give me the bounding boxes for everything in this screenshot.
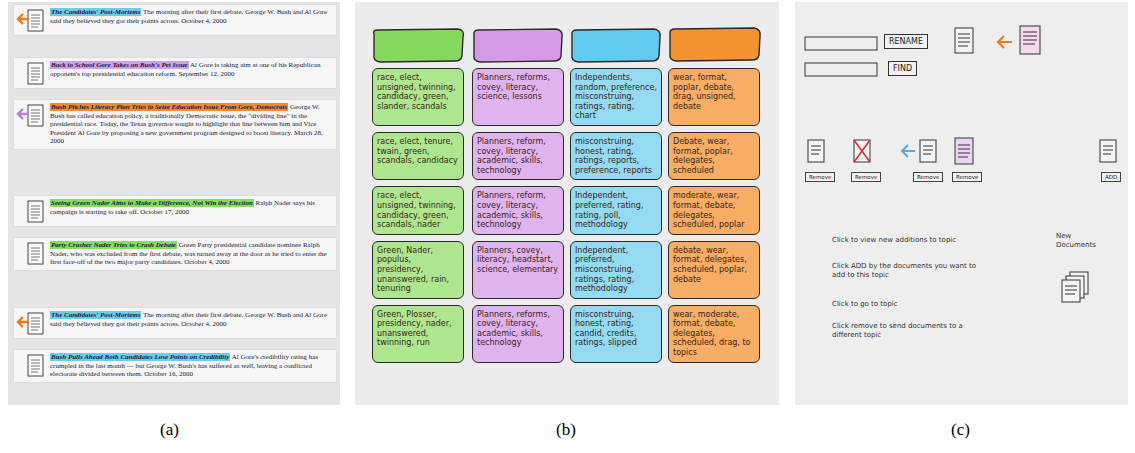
keyword-card: Independents, random, preference, miscon… <box>570 68 662 126</box>
button-label: ADD <box>1105 174 1117 180</box>
card-keywords: misconstruing, honest, rating, candid, c… <box>575 310 657 348</box>
card-keywords: Independent, preferred, rating, rating, … <box>575 191 657 229</box>
button-label: Remove <box>917 174 939 180</box>
document-icon <box>16 198 48 228</box>
interface-sketch <box>805 26 1116 302</box>
panel-caption: (b) <box>556 420 576 440</box>
header-cards <box>374 28 761 62</box>
card-keywords: Green, Plosser, presidency, nader, unans… <box>377 310 459 348</box>
button-tag: Remove <box>913 172 943 182</box>
instruction-note: Click remove to send documents to a diff… <box>832 322 982 340</box>
document-icon <box>16 7 48 37</box>
button-tag: Remove <box>952 172 982 182</box>
document-icon <box>16 60 48 90</box>
keyword-card: race, elect, unsigned, twinning, candida… <box>372 186 464 234</box>
document-entry: Seeing Green Nader Aims to Make a Differ… <box>14 196 336 226</box>
button-label: Remove <box>855 174 877 180</box>
entry-title: Bush Pulls Ahead Both Candidates Lose Po… <box>50 353 230 361</box>
keyword-card: wear, moderate, format, debate, delegate… <box>668 305 760 363</box>
button-label: FIND <box>893 64 912 73</box>
keyword-card: wear, format, poplar, debate, drag, unsi… <box>668 68 760 126</box>
card-keywords: Planners, reform, covey, literacy, acade… <box>477 137 559 175</box>
card-keywords: Debate, wear, format, poplar, delegates,… <box>673 137 755 175</box>
document-entry: Back to School Gore Takes on Bush's Pet … <box>14 58 336 88</box>
panel-caption: (c) <box>951 420 970 440</box>
keyword-card: moderate, wear, format, debate, delegate… <box>668 186 760 234</box>
button-tag: Remove <box>851 172 881 182</box>
keyword-card: misconstruing, honest, rating, candid, c… <box>570 305 662 363</box>
entry-text: Back to School Gore Takes on Bush's Pet … <box>50 61 332 78</box>
button-label: Remove <box>956 174 978 180</box>
card-keywords: wear, moderate, format, debate, delegate… <box>673 310 755 358</box>
card-keywords: race, elect, unsigned, twinning, candida… <box>377 191 459 229</box>
document-icon <box>16 102 48 132</box>
keyword-card: race, elect, tenure, twain, green, scand… <box>372 132 464 180</box>
entry-text: Party Crasher Nader Tries to Crash Debat… <box>50 241 332 267</box>
document-entry: Bush Pulls Ahead Both Candidates Lose Po… <box>14 350 336 382</box>
card-keywords: race, elect, tenure, twain, green, scand… <box>377 137 459 166</box>
keyword-card: Planners, reform, covey, literacy, acade… <box>472 186 564 234</box>
keyword-card: race, elect, unsigned, twinning, candida… <box>372 68 464 126</box>
entry-text: Seeing Green Nader Aims to Make a Differ… <box>50 199 332 216</box>
document-icon <box>16 352 48 382</box>
panel-caption: (a) <box>160 420 179 440</box>
keyword-card: Green, Plosser, presidency, nader, unans… <box>372 305 464 363</box>
entry-title: Back to School Gore Takes on Bush's Pet … <box>50 61 189 69</box>
entry-text: The Candidates' Post-Mortems The morning… <box>50 311 332 328</box>
keyword-card: Independent, preferred, rating, rating, … <box>570 186 662 234</box>
button: FIND <box>888 61 917 76</box>
document-entry: Bush Pitches Literacy Plan Tries to Seiz… <box>14 100 336 149</box>
card-keywords: wear, format, poplar, debate, drag, unsi… <box>673 73 755 111</box>
document-entry: The Candidates' Post-Mortems The morning… <box>14 308 336 338</box>
button: RENAME <box>884 34 928 49</box>
card-keywords: race, elect, unsigned, twinning, candida… <box>377 73 459 111</box>
button-label: Remove <box>809 174 831 180</box>
document-icon <box>16 310 48 340</box>
card-keywords: Independents, random, preference, miscon… <box>575 73 657 121</box>
keyword-card: debate, wear, format, delegates, schedul… <box>668 241 760 299</box>
instruction-note: New Documents <box>1056 232 1112 250</box>
entry-text: Bush Pitches Literacy Plan Tries to Seiz… <box>50 103 332 146</box>
card-keywords: Green, Nader, populus, presidency, unans… <box>377 246 459 294</box>
document-entry: Party Crasher Nader Tries to Crash Debat… <box>14 238 336 270</box>
instruction-note: Click ADD by the documents you want to a… <box>832 262 982 280</box>
entry-text: Bush Pulls Ahead Both Candidates Lose Po… <box>50 353 332 379</box>
card-keywords: Planners, reform, covey, literacy, acade… <box>477 191 559 229</box>
card-keywords: Planners, covey, literacy, headstart, sc… <box>477 246 559 275</box>
card-keywords: moderate, wear, format, debate, delegate… <box>673 191 755 229</box>
entry-title: The Candidates' Post-Mortems <box>50 311 141 319</box>
keyword-card: misconstruing, honest, rating, ratings, … <box>570 132 662 180</box>
keyword-card: Independent, preferred, misconstruing, r… <box>570 241 662 299</box>
keyword-card: Planners, covey, literacy, headstart, sc… <box>472 241 564 299</box>
card-keywords: Independent, preferred, misconstruing, r… <box>575 246 657 294</box>
button-label: RENAME <box>889 37 923 46</box>
button-tag: Remove <box>805 172 835 182</box>
instruction-note: Click to go to topic <box>832 300 982 309</box>
keyword-card: Planners, reforms, covey, literacy, scie… <box>472 68 564 126</box>
keyword-card: Green, Nader, populus, presidency, unans… <box>372 241 464 299</box>
button-tag: ADD <box>1101 172 1121 182</box>
card-keywords: Planners, reforms, covey, literacy, acad… <box>477 310 559 348</box>
entry-text: The Candidates' Post-Mortems The morning… <box>50 8 332 25</box>
entry-title: Seeing Green Nader Aims to Make a Differ… <box>50 199 254 207</box>
document-icon <box>16 240 48 270</box>
keyword-card: Debate, wear, format, poplar, delegates,… <box>668 132 760 180</box>
photo-panel <box>795 2 1128 405</box>
keyword-card: Planners, reforms, covey, literacy, acad… <box>472 305 564 363</box>
card-keywords: misconstruing, honest, rating, ratings, … <box>575 137 657 175</box>
document-entry: The Candidates' Post-Mortems The morning… <box>14 5 336 35</box>
entry-title: The Candidates' Post-Mortems <box>50 8 141 16</box>
keyword-card: Planners, reform, covey, literacy, acade… <box>472 132 564 180</box>
entry-title: Bush Pitches Literacy Plan Tries to Seiz… <box>50 103 288 111</box>
card-keywords: Planners, reforms, covey, literacy, scie… <box>477 73 559 102</box>
instruction-note: Click to view new additions to topic <box>832 236 982 245</box>
card-keywords: debate, wear, format, delegates, schedul… <box>673 246 755 284</box>
entry-title: Party Crasher Nader Tries to Crash Debat… <box>50 241 177 249</box>
